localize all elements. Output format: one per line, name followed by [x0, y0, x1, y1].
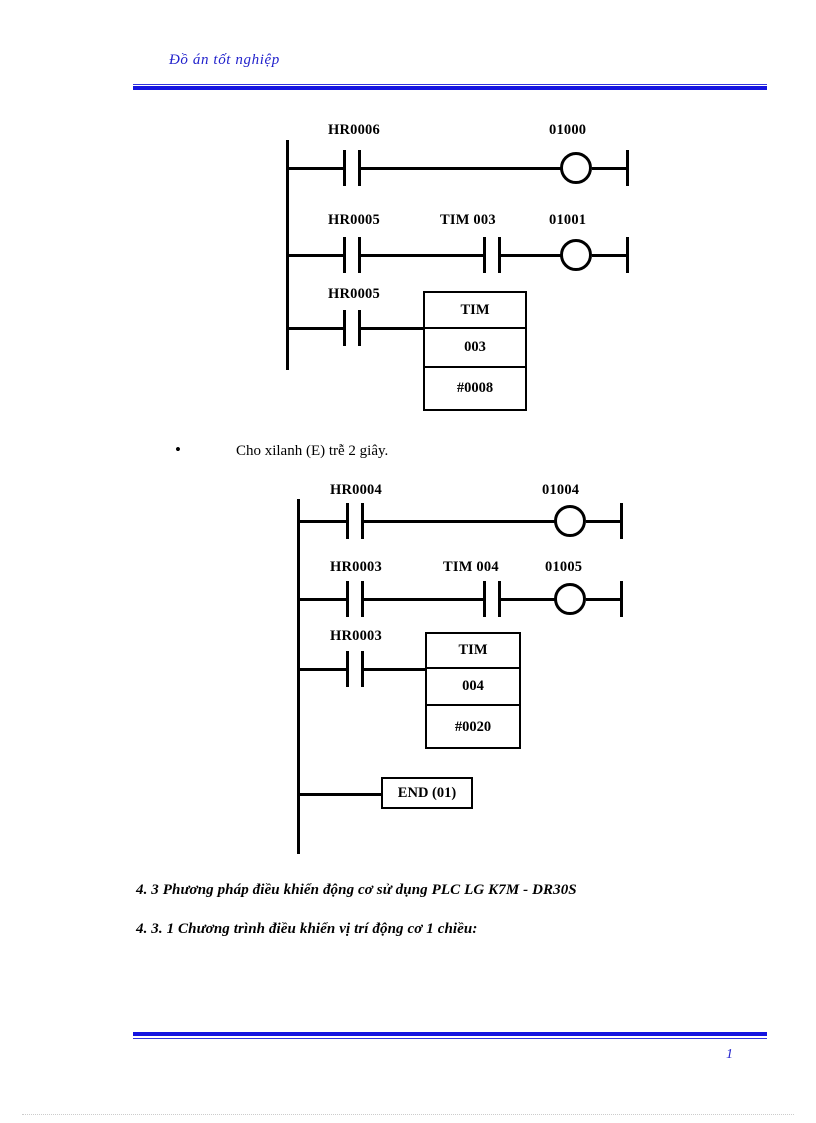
- end-instruction-block: END (01): [381, 777, 473, 809]
- contact-label-tim-004: TIM 004: [443, 559, 499, 575]
- d2-rung-3-wire-to-block: [361, 668, 426, 671]
- right-power-rail-d2-rung-2: [620, 581, 623, 617]
- d2-rung-2-wire-middle: [361, 598, 486, 601]
- timer-block-004: TIM 004 #0020: [425, 632, 521, 749]
- output-coil-01000: [560, 152, 592, 184]
- rung-1-wire-left: [286, 167, 345, 170]
- contact-label-hr0006: HR0006: [328, 122, 380, 138]
- section-heading-4-3: 4. 3 Phương pháp điều khiển động cơ sử d…: [136, 882, 577, 898]
- ladder-diagram-2: HR0004 01004 HR0003 TIM 004 01005 HR0003…: [0, 0, 816, 854]
- timer-block-004-number: 004: [427, 669, 519, 706]
- right-power-rail-rung-2: [626, 237, 629, 273]
- right-power-rail-d2-rung-1: [620, 503, 623, 539]
- right-power-rail-rung-1: [626, 150, 629, 186]
- page-number: 1: [726, 1047, 733, 1062]
- header-rule-thick: [133, 86, 767, 90]
- timer-block-003: TIM 003 #0008: [423, 291, 527, 411]
- contact-hr0003-bar-left-rung3: [346, 651, 349, 687]
- contact-label-tim-003: TIM 003: [440, 212, 496, 228]
- coil-label-01000: 01000: [549, 122, 587, 138]
- timer-block-004-type: TIM: [427, 634, 519, 669]
- bullet-marker: •: [175, 440, 181, 459]
- timer-block-003-type: TIM: [425, 293, 525, 329]
- output-coil-01005: [554, 583, 586, 615]
- d2-rung-1-wire-to-rail: [586, 520, 623, 523]
- contact-tim004-bar-left: [483, 581, 486, 617]
- header-title: Đồ án tốt nghiệp: [169, 52, 280, 68]
- contact-label-hr0005-rung3: HR0005: [328, 286, 380, 302]
- contact-hr0005-bar-left-rung3: [343, 310, 346, 346]
- output-coil-01001: [560, 239, 592, 271]
- rung-1-wire-right: [358, 167, 561, 170]
- footer-rule-thin: [133, 1038, 767, 1039]
- d2-rung-2-wire-right: [498, 598, 555, 601]
- subsection-heading-4-3-1: 4. 3. 1 Chương trình điều khiển vị trí đ…: [136, 921, 478, 937]
- rung-3-wire-left: [286, 327, 345, 330]
- rung-2-wire-left: [286, 254, 345, 257]
- rung-1-wire-to-rail: [592, 167, 629, 170]
- timer-block-003-preset: #0008: [456, 380, 494, 396]
- contact-hr0006-bar-left: [343, 150, 346, 186]
- left-power-rail-2: [297, 499, 300, 854]
- contact-hr0004-bar-left: [346, 503, 349, 539]
- contact-label-hr0004: HR0004: [330, 482, 382, 498]
- footer-rule-thick: [133, 1032, 767, 1036]
- rung-3-wire-to-block: [358, 327, 424, 330]
- rung-2-wire-right: [498, 254, 561, 257]
- rung-2-wire-middle: [358, 254, 486, 257]
- bottom-dotted-edge: [22, 1114, 794, 1115]
- contact-hr0005-bar-left-rung2: [343, 237, 346, 273]
- timer-block-004-preset: #0020: [454, 719, 492, 735]
- d2-rung-3-wire-left: [297, 668, 348, 671]
- bullet-label: Cho xilanh (E) trễ 2 giây.: [235, 443, 389, 459]
- d2-rung-2-wire-left: [297, 598, 348, 601]
- coil-label-01001: 01001: [549, 212, 587, 228]
- d2-rung-1-wire-left: [297, 520, 348, 523]
- output-coil-01004: [554, 505, 586, 537]
- d2-rung-2-wire-to-rail: [586, 598, 623, 601]
- ladder-diagram-1: HR0006 01000 HR0005 TIM 003 01001 HR0005…: [0, 0, 816, 430]
- d2-end-wire: [297, 793, 383, 796]
- contact-label-hr0003-rung2: HR0003: [330, 559, 382, 575]
- coil-label-01005: 01005: [545, 559, 583, 575]
- contact-label-hr0005-rung2: HR0005: [328, 212, 380, 228]
- coil-label-01004: 01004: [542, 482, 580, 498]
- header-rule-thin: [133, 84, 767, 85]
- contact-hr0003-bar-left-rung2: [346, 581, 349, 617]
- bullet-item-xilanh-e: • Cho xilanh (E) trễ 2 giây.: [175, 441, 388, 460]
- rung-2-wire-to-rail: [592, 254, 629, 257]
- d2-rung-1-wire-right: [361, 520, 555, 523]
- contact-label-hr0003-rung3: HR0003: [330, 628, 382, 644]
- timer-block-003-number: 003: [425, 329, 525, 368]
- contact-tim003-bar-left: [483, 237, 486, 273]
